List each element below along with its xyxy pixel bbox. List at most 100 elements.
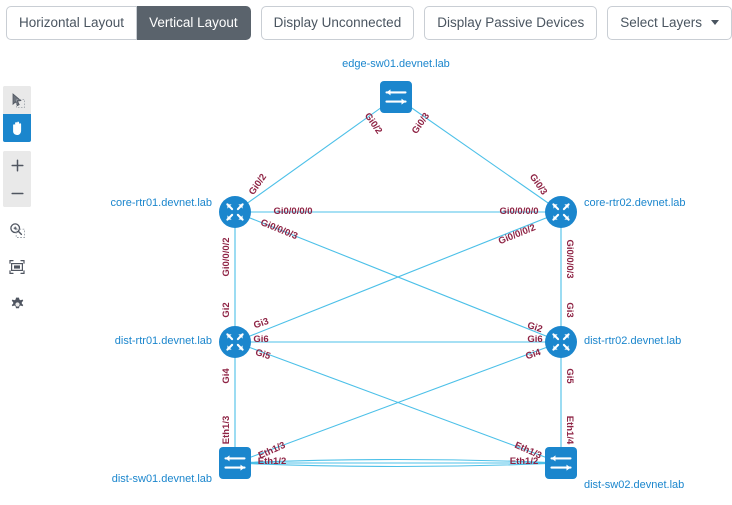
router-arrowhead bbox=[238, 204, 243, 209]
pointer-tool-stack bbox=[3, 86, 31, 142]
vertical-layout-button[interactable]: Vertical Layout bbox=[137, 5, 251, 41]
topology-node-dist-sw01[interactable] bbox=[219, 447, 251, 479]
fit-to-view-button[interactable] bbox=[3, 253, 31, 281]
topology-link[interactable] bbox=[234, 341, 562, 464]
interface-label: Gi2 bbox=[221, 302, 232, 317]
fit-screen-icon bbox=[8, 258, 26, 276]
router-arrowhead bbox=[553, 345, 558, 350]
select-layers-label: Select Layers bbox=[620, 14, 703, 30]
node-label-edge-sw01: edge-sw01.devnet.lab bbox=[342, 58, 450, 70]
router-icon bbox=[545, 196, 577, 228]
topology-node-core-rtr01[interactable] bbox=[219, 196, 251, 228]
router-arrowhead bbox=[564, 334, 569, 339]
interface-label: Gi0/3 bbox=[410, 111, 432, 136]
interface-label: Gi0/0/0/0 bbox=[499, 206, 538, 217]
switch-icon bbox=[545, 447, 577, 479]
switch-icon bbox=[380, 81, 412, 113]
node-label-dist-rtr02: dist-rtr02.devnet.lab bbox=[584, 335, 681, 347]
node-labels-layer: edge-sw01.devnet.lab core-rtr01.devnet.la… bbox=[111, 58, 686, 491]
router-arrowhead bbox=[227, 215, 232, 220]
interface-label: Gi0/0/0/0 bbox=[273, 206, 312, 217]
switch-arrowhead bbox=[225, 455, 230, 462]
interface-label: Eth1/4 bbox=[564, 416, 575, 445]
interface-label: Gi0/0/0/3 bbox=[564, 239, 575, 278]
select-tool-button[interactable] bbox=[3, 86, 31, 114]
switch-arrowhead bbox=[551, 455, 556, 462]
router-arrowhead bbox=[553, 215, 558, 220]
plus-icon bbox=[9, 157, 26, 174]
router-arrowhead bbox=[227, 204, 232, 209]
layout-button-group: Horizontal Layout Vertical Layout bbox=[6, 5, 251, 41]
interface-label: Gi0/0/0/3 bbox=[259, 217, 299, 242]
switch-arrowhead bbox=[566, 464, 571, 471]
interface-label: Gi6 bbox=[527, 334, 542, 345]
interface-label: Eth1/2 bbox=[510, 456, 539, 467]
topology-link[interactable] bbox=[234, 462, 562, 468]
topology-link[interactable] bbox=[234, 96, 397, 213]
interface-label: Gi4 bbox=[221, 368, 232, 384]
interface-label: Gi0/0/0/2 bbox=[221, 237, 232, 276]
node-label-dist-rtr01: dist-rtr01.devnet.lab bbox=[115, 335, 212, 347]
router-arrowhead bbox=[238, 215, 243, 220]
magnifier-region-icon bbox=[8, 221, 26, 239]
router-arrowhead bbox=[564, 204, 569, 209]
topology-link[interactable] bbox=[395, 96, 562, 213]
left-tool-rail bbox=[3, 86, 31, 318]
hand-pan-icon bbox=[9, 120, 26, 137]
router-icon bbox=[219, 196, 251, 228]
display-unconnected-button[interactable]: Display Unconnected bbox=[260, 5, 415, 41]
interface-label: Gi5 bbox=[564, 368, 575, 384]
zoom-out-button[interactable] bbox=[3, 179, 31, 207]
switch-arrowhead bbox=[240, 464, 245, 471]
switch-arrowhead bbox=[401, 98, 406, 105]
pan-tool-button[interactable] bbox=[3, 114, 31, 142]
router-arrowhead bbox=[238, 345, 243, 350]
cursor-select-icon bbox=[9, 92, 26, 109]
node-label-dist-sw01: dist-sw01.devnet.lab bbox=[112, 473, 212, 485]
router-arrowhead bbox=[227, 334, 232, 339]
router-arrowhead bbox=[238, 334, 243, 339]
topology-node-dist-rtr01[interactable] bbox=[219, 326, 251, 358]
router-arrowhead bbox=[553, 334, 558, 339]
interface-label: Eth1/3 bbox=[221, 416, 232, 445]
top-toolbar: Horizontal Layout Vertical Layout Displa… bbox=[0, 0, 732, 46]
router-arrowhead bbox=[564, 345, 569, 350]
interface-label: Gi2 bbox=[526, 320, 544, 335]
topology-node-edge-sw01[interactable] bbox=[380, 81, 412, 113]
horizontal-layout-button[interactable]: Horizontal Layout bbox=[6, 5, 138, 41]
router-arrowhead bbox=[227, 345, 232, 350]
zoom-region-button[interactable] bbox=[3, 216, 31, 244]
topology-node-dist-rtr02[interactable] bbox=[545, 326, 577, 358]
display-passive-devices-button[interactable]: Display Passive Devices bbox=[424, 5, 598, 41]
interface-label: Gi6 bbox=[253, 334, 268, 345]
interface-label: Eth1/2 bbox=[258, 456, 287, 467]
interface-label: Gi4 bbox=[524, 347, 543, 362]
interface-label: Gi0/3 bbox=[527, 172, 549, 197]
switch-icon bbox=[219, 447, 251, 479]
router-icon bbox=[219, 326, 251, 358]
interface-label: Gi0/2 bbox=[362, 111, 384, 136]
interface-label: Gi0/0/0/2 bbox=[497, 222, 537, 247]
node-label-core-rtr02: core-rtr02.devnet.lab bbox=[584, 197, 686, 209]
select-layers-dropdown[interactable]: Select Layers bbox=[607, 5, 732, 41]
nodes-layer bbox=[219, 81, 577, 479]
interface-label: Gi5 bbox=[254, 347, 273, 362]
topology-node-core-rtr02[interactable] bbox=[545, 196, 577, 228]
chevron-down-icon bbox=[711, 20, 720, 25]
topology-node-dist-sw02[interactable] bbox=[545, 447, 577, 479]
router-icon bbox=[545, 326, 577, 358]
node-label-core-rtr01: core-rtr01.devnet.lab bbox=[111, 197, 213, 209]
settings-button[interactable] bbox=[3, 290, 31, 318]
router-arrowhead bbox=[564, 215, 569, 220]
topology-link[interactable] bbox=[234, 211, 562, 343]
zoom-in-button[interactable] bbox=[3, 151, 31, 179]
topology-link[interactable] bbox=[234, 458, 562, 464]
links-layer bbox=[234, 96, 562, 468]
node-label-dist-sw02: dist-sw02.devnet.lab bbox=[584, 479, 684, 491]
interface-label: Gi0/2 bbox=[247, 172, 269, 197]
interface-label: Gi3 bbox=[252, 316, 270, 331]
